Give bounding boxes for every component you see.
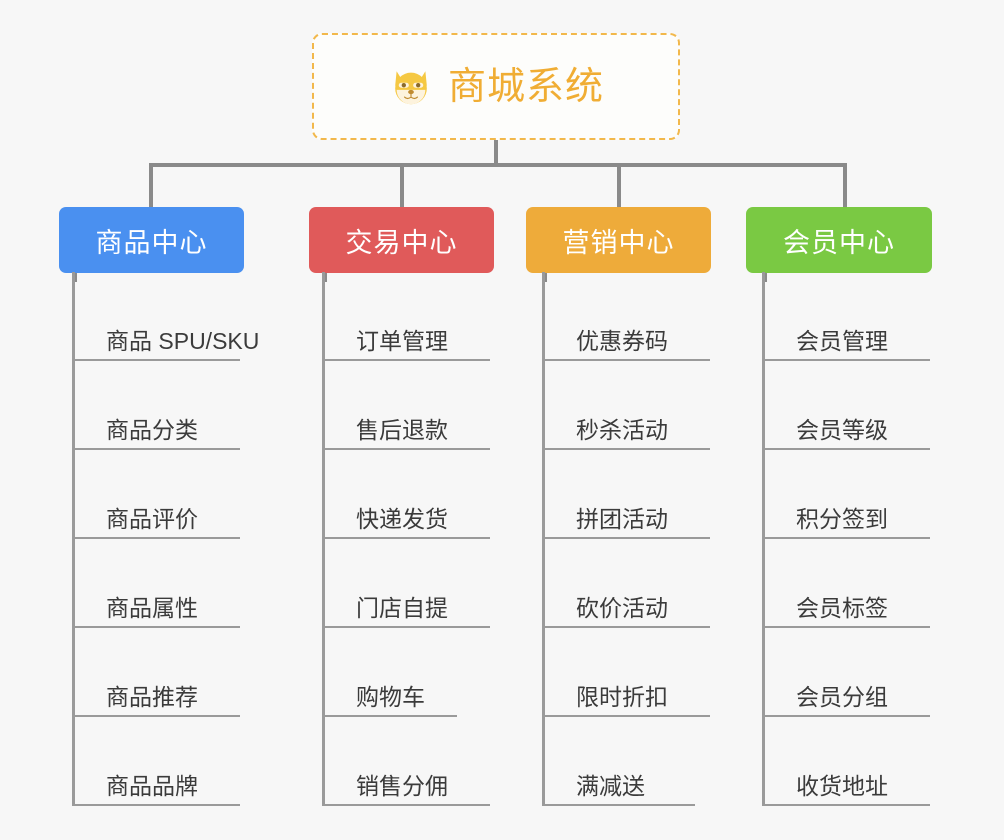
leaf-label: 收货地址 [796,772,888,799]
connector-drop-2 [400,163,404,207]
list-item[interactable]: 优惠券码 [545,272,728,361]
category-label: 商品中心 [95,227,208,258]
leaf-underline [765,804,930,806]
list-item[interactable]: 限时折扣 [545,628,728,717]
list-item[interactable]: 秒杀活动 [545,361,728,450]
list-item[interactable]: 快递发货 [325,450,508,539]
list-item[interactable]: 商品品牌 [75,717,258,806]
leaf-label: 商品 SPU/SKU [106,327,260,354]
list-item[interactable]: 会员分组 [765,628,948,717]
leaf-underline [545,804,695,806]
connector-drop-3 [617,163,621,207]
list-item[interactable]: 积分签到 [765,450,948,539]
leaf-underline [75,804,240,806]
root-node-card[interactable]: 商城系统 [312,33,680,140]
leaf-underline [545,359,710,361]
list-item[interactable]: 销售分佣 [325,717,508,806]
list-item[interactable]: 门店自提 [325,539,508,628]
category-box-3[interactable]: 营销中心 [526,207,711,273]
leaf-label: 拼团活动 [576,505,668,532]
list-item[interactable]: 砍价活动 [545,539,728,628]
connector-stem-col-4 [763,272,767,282]
list-item[interactable]: 会员标签 [765,539,948,628]
leaf-underline [765,626,930,628]
leaf-label: 砍价活动 [576,594,668,621]
leaf-underline [545,626,710,628]
leaf-label: 会员等级 [796,416,888,443]
leaf-label: 满减送 [576,772,645,799]
list-item[interactable]: 商品属性 [75,539,258,628]
leaf-underline [75,537,240,539]
connector-stem-col-3 [543,272,547,282]
leaf-underline [75,359,240,361]
leaf-label: 商品品牌 [106,772,198,799]
list-item[interactable]: 订单管理 [325,272,508,361]
leaf-label: 购物车 [356,683,425,710]
leaf-underline [325,537,490,539]
dog-face-icon [395,70,427,104]
leaf-underline [765,359,930,361]
leaf-label: 限时折扣 [576,683,668,710]
leaf-underline [75,626,240,628]
list-item[interactable]: 收货地址 [765,717,948,806]
connector-horizontal-bus [149,163,847,167]
leaf-underline [545,537,710,539]
leaf-underline [325,359,490,361]
connector-root-stem [494,140,498,166]
leaf-underline [545,715,710,717]
connector-stem-col-2 [323,272,327,282]
leaf-label: 商品属性 [106,594,198,621]
leaf-label: 快递发货 [356,505,448,532]
list-item[interactable]: 商品分类 [75,361,258,450]
list-item[interactable]: 售后退款 [325,361,508,450]
leaf-underline [765,448,930,450]
category-box-4[interactable]: 会员中心 [746,207,932,273]
leaf-label: 优惠券码 [576,327,668,354]
leaf-label: 会员分组 [796,683,888,710]
leaf-underline [325,448,490,450]
list-item[interactable]: 商品评价 [75,450,258,539]
leaf-column-1: 商品 SPU/SKU 商品分类 商品评价 商品属性 商品推荐 商品品牌 [72,272,260,806]
category-box-2[interactable]: 交易中心 [309,207,494,273]
leaf-label: 销售分佣 [356,772,448,799]
leaf-underline [325,626,490,628]
leaf-column-2: 订单管理 售后退款 快递发货 门店自提 购物车 销售分佣 [322,272,508,806]
list-item[interactable]: 拼团活动 [545,450,728,539]
leaf-label: 商品分类 [106,416,198,443]
leaf-label: 门店自提 [356,594,448,621]
list-item[interactable]: 商品 SPU/SKU [75,272,260,361]
leaf-underline [765,715,930,717]
leaf-underline [75,715,240,717]
leaf-underline [75,448,240,450]
leaf-column-3: 优惠券码 秒杀活动 拼团活动 砍价活动 限时折扣 满减送 [542,272,728,806]
category-label: 交易中心 [345,227,458,258]
leaf-underline [325,804,490,806]
connector-drop-4 [843,163,847,207]
leaf-underline [765,537,930,539]
leaf-label: 会员标签 [796,594,888,621]
leaf-underline [545,448,710,450]
category-box-1[interactable]: 商品中心 [59,207,244,273]
list-item[interactable]: 商品推荐 [75,628,258,717]
list-item[interactable]: 满减送 [545,717,728,806]
connector-stem-col-1 [73,272,77,282]
leaf-label: 售后退款 [356,416,448,443]
leaf-label: 积分签到 [796,505,888,532]
category-label: 营销中心 [562,227,675,258]
connector-drop-1 [149,163,153,207]
leaf-label: 商品推荐 [106,683,198,710]
leaf-label: 会员管理 [796,327,888,354]
leaf-label: 商品评价 [106,505,198,532]
leaf-column-4: 会员管理 会员等级 积分签到 会员标签 会员分组 收货地址 [762,272,948,806]
list-item[interactable]: 会员等级 [765,361,948,450]
category-label: 会员中心 [783,227,895,258]
leaf-underline [325,715,457,717]
list-item[interactable]: 会员管理 [765,272,948,361]
leaf-label: 秒杀活动 [576,416,668,443]
leaf-label: 订单管理 [356,327,448,354]
root-title: 商城系统 [447,65,604,108]
list-item[interactable]: 购物车 [325,628,508,717]
